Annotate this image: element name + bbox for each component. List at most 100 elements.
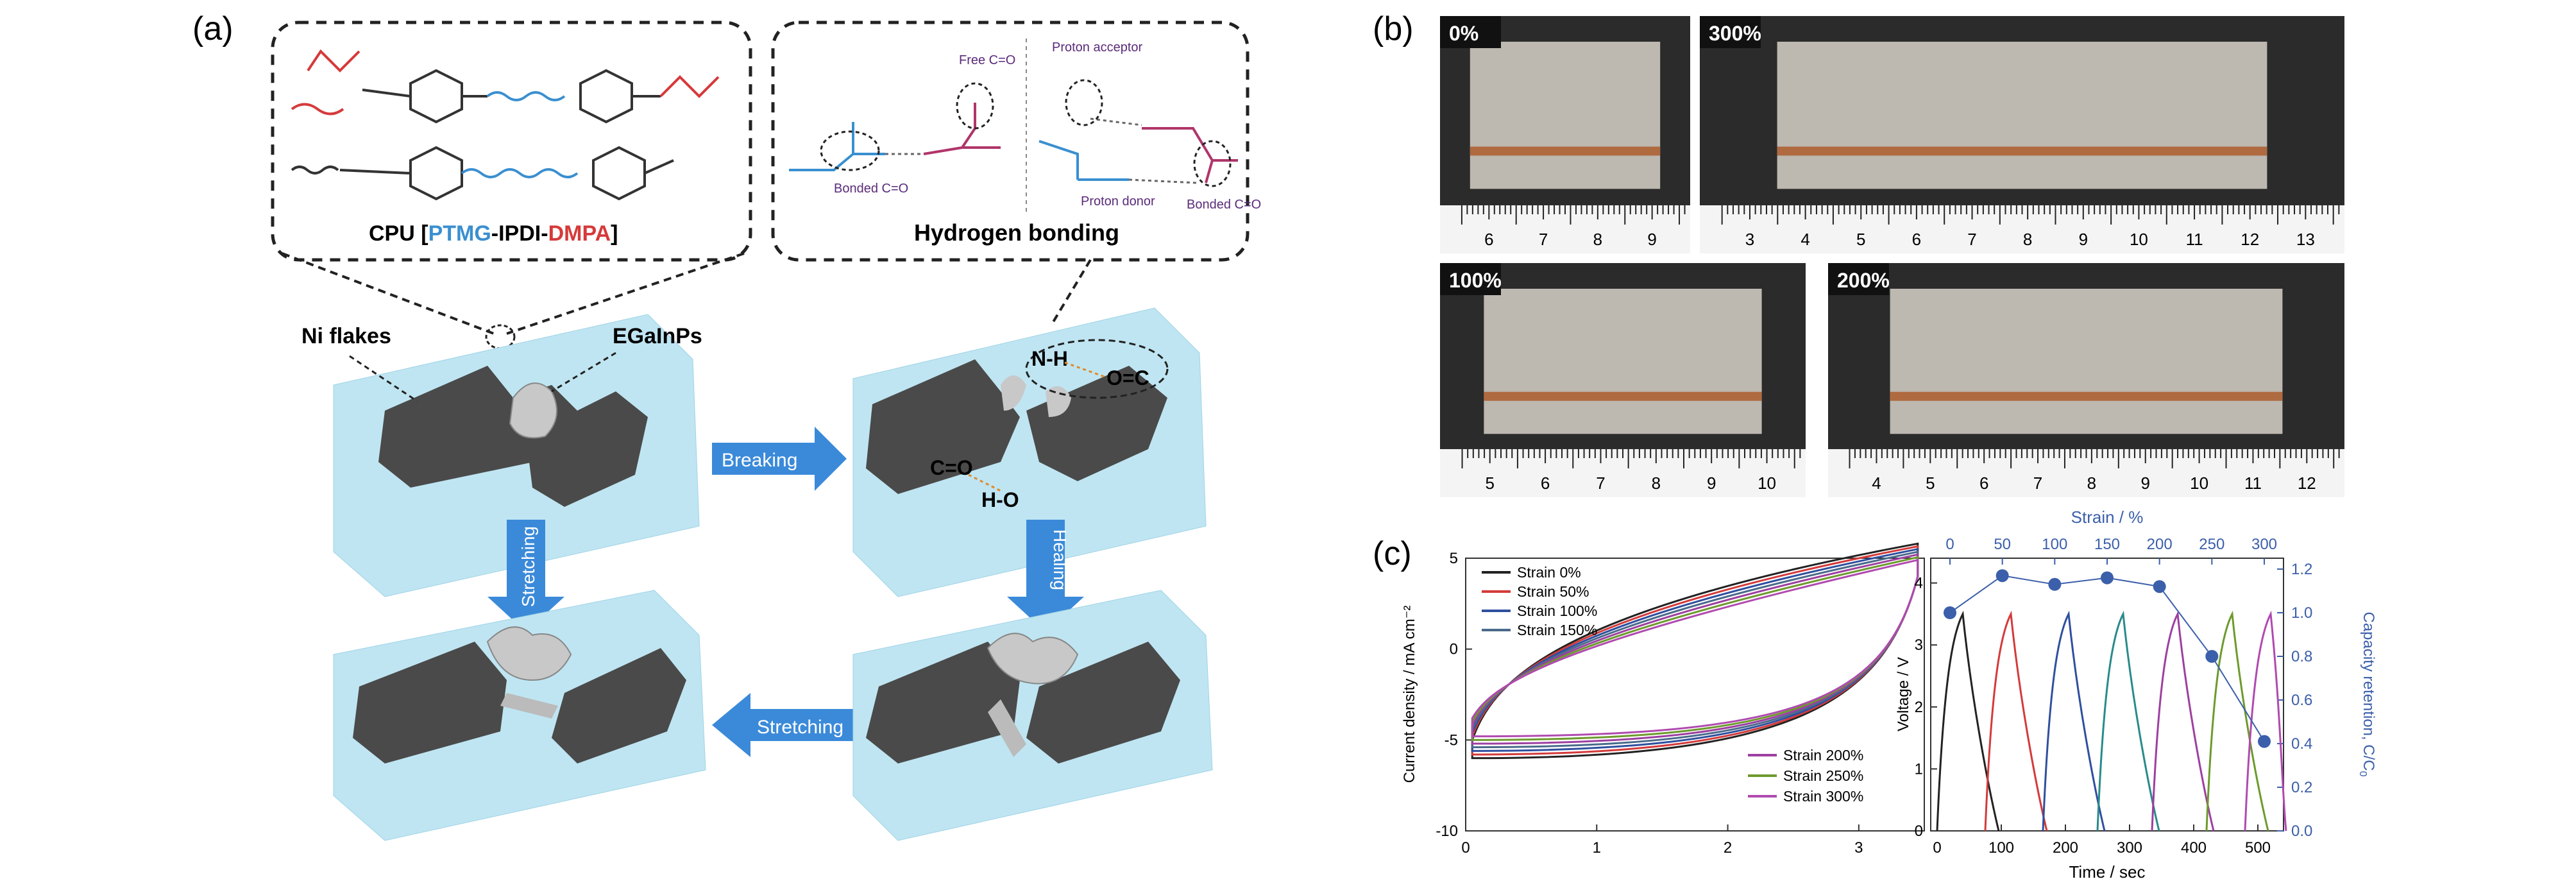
bonded-co-left-label: Bonded C=O	[834, 182, 908, 196]
ruler-label: 9	[2141, 474, 2150, 493]
ruler-label: 7	[1596, 474, 1605, 493]
svg-text:Stretching: Stretching	[518, 526, 538, 607]
ruler-label: 12	[2298, 474, 2316, 493]
v-ytick-label: 1	[1915, 760, 1923, 778]
v-xtick-label: 0	[1933, 839, 1941, 857]
cv-legend-label: Strain 250%	[1783, 767, 1863, 784]
ruler-label: 4	[1872, 474, 1881, 493]
egainps-label: EGaInPs	[613, 324, 702, 348]
v-cycle-curve	[2042, 610, 2106, 832]
ruler-label: 4	[1801, 230, 1809, 249]
scene-intact: Ni flakes EGaInPs	[301, 314, 702, 597]
v-ytick-right-label: 0.6	[2291, 692, 2312, 709]
ruler-label: 9	[2079, 230, 2088, 249]
hydrogen-bonding-title: Hydrogen bonding	[914, 219, 1119, 246]
svg-text:N-H: N-H	[1031, 347, 1068, 370]
svg-text:O=C: O=C	[1106, 366, 1149, 389]
v-top-tick-label: 100	[2042, 536, 2067, 553]
svg-text:H-O: H-O	[981, 488, 1019, 511]
v-ytick-right-label: 1.0	[2291, 604, 2312, 622]
bonded-co-right-label: Bonded C=O	[1187, 198, 1261, 212]
cv-ytick-label: 5	[1450, 550, 1458, 567]
cv-ytick-label: 0	[1450, 641, 1458, 658]
v-ytick-right-label: 0.8	[2291, 648, 2312, 665]
v-ytick-label: 4	[1915, 575, 1923, 592]
v-xlabel: Time / sec	[2069, 862, 2146, 879]
v-ylabel-right: Capacity retention, C/C0	[2357, 611, 2377, 776]
v-top-tick-label: 150	[2094, 536, 2120, 553]
ruler-label: 13	[2296, 230, 2315, 249]
strain-label-bg	[1440, 16, 1501, 48]
ruler-label: 3	[1745, 230, 1754, 249]
cv-xtick-label: 1	[1593, 839, 1601, 857]
v-ytick-right-label: 0.4	[2291, 735, 2312, 753]
copper-edge	[1484, 391, 1762, 401]
v-cycle-curve	[1984, 610, 2048, 832]
svg-text:C=O: C=O	[930, 456, 973, 479]
ruler-label: 7	[1967, 230, 1976, 249]
retention-point	[2258, 735, 2271, 748]
strain-label: 300%	[1709, 22, 1761, 45]
cv-legend-label: Strain 100%	[1517, 602, 1597, 619]
sample-strip	[1890, 289, 2283, 434]
proton-acceptor-label: Proton acceptor	[1052, 40, 1143, 55]
ruler-label: 8	[2087, 474, 2096, 493]
strain-label-bg	[1440, 263, 1501, 295]
strain-label: 200%	[1837, 269, 1890, 292]
ruler-label: 8	[1593, 230, 1602, 249]
healing-arrow: Healing	[1007, 520, 1084, 632]
ruler-label: 5	[1856, 230, 1865, 249]
ruler-label: 6	[1979, 474, 1988, 493]
strain-label-bg	[1700, 16, 1761, 48]
copper-edge	[1777, 146, 2267, 156]
v-xtick-label: 500	[2245, 839, 2271, 857]
cv-legend-label: Strain 150%	[1517, 622, 1597, 638]
copper-edge	[1890, 391, 2283, 401]
v-top-tick-label: 200	[2147, 536, 2173, 553]
ruler-label: 6	[1912, 230, 1921, 249]
ruler-label: 7	[1539, 230, 1548, 249]
v-xtick-label: 300	[2117, 839, 2142, 857]
sample-strip	[1777, 42, 2267, 189]
v-ytick-label: 2	[1915, 699, 1923, 716]
scene-stretched	[333, 590, 706, 841]
voltage-chart: Strain / % Voltage / V Capacity retentio…	[1895, 508, 2377, 879]
sample-strip	[1484, 289, 1762, 434]
ruler-label: 11	[2186, 230, 2203, 249]
v-top-tick-label: 250	[2199, 536, 2224, 553]
ruler-label: 10	[2190, 474, 2208, 493]
cv-plot-frame	[1465, 558, 1925, 832]
ruler-label: 8	[1652, 474, 1661, 493]
cpu-structure-box: CPU [PTMG-IPDI-DMPA]	[271, 21, 752, 262]
ruler-label: 8	[2023, 230, 2032, 249]
v-ytick-label: 0	[1915, 823, 1923, 840]
ruler-label: 5	[1485, 474, 1494, 493]
v-ytick-right-label: 1.2	[2291, 561, 2312, 578]
stretching-left-arrow: Stretching	[712, 693, 853, 757]
strain-label-bg	[1828, 263, 1889, 295]
ruler-label: 7	[2033, 474, 2042, 493]
ruler-label: 10	[2130, 230, 2148, 249]
ruler-label: 11	[2244, 474, 2262, 493]
free-co-label: Free C=O	[959, 53, 1015, 67]
ni-flakes-label: Ni flakes	[301, 324, 391, 348]
v-cycle-curve	[2096, 610, 2160, 832]
cv-curve	[1471, 558, 1919, 738]
stretching-down-arrow: Stretching	[487, 520, 564, 632]
hydrogen-bonding-box: Free C=O Bonded C=O Proton acceptor Prot…	[771, 21, 1261, 262]
v-cycle-curve	[2244, 610, 2287, 832]
cv-legend-label: Strain 0%	[1517, 564, 1581, 581]
v-xtick-label: 200	[2053, 839, 2078, 857]
cv-legend-label: Strain 300%	[1783, 788, 1863, 805]
cv-xtick-label: 2	[1724, 839, 1732, 857]
cpu-label: CPU [PTMG-IPDI-DMPA]	[369, 221, 618, 246]
retention-point	[2048, 577, 2062, 591]
ruler-label: 6	[1484, 230, 1493, 249]
v-top-xlabel: Strain / %	[2071, 508, 2144, 527]
retention-point	[2205, 650, 2219, 663]
